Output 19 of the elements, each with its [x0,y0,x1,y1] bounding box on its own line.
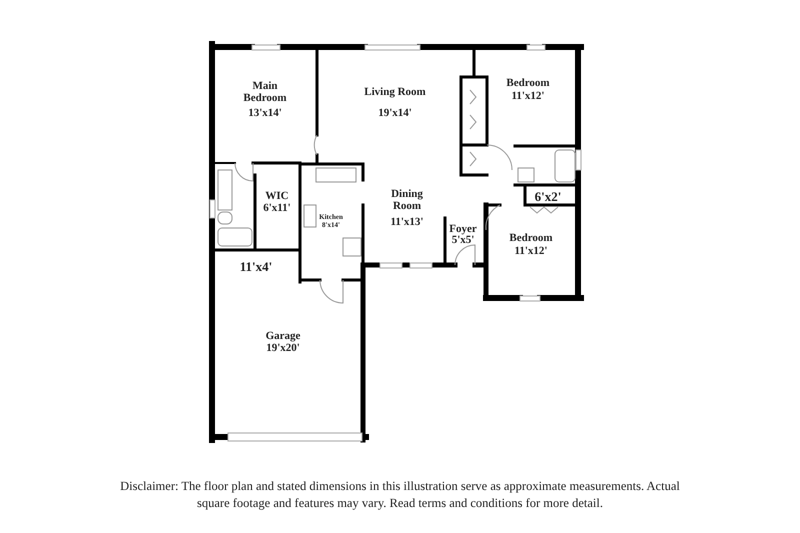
room-dimension: 11'x4' [240,259,272,274]
room-dimension: 6'x11' [263,202,291,214]
room-name: Foyer [449,223,477,235]
room-dimension: 6'x2' [534,189,562,204]
room-name: WIC [265,190,289,202]
room-name: Bedroom [509,232,553,244]
room-dimension: 11'x12' [514,245,548,257]
disclaimer-text: Disclaimer: The floor plan and stated dimensions in this illustration serve as approximate measurements. Actual square footage and features may vary. Read terms and conditions for more detail. [120,479,680,510]
room-dimension: 19'x14' [378,107,412,119]
room-name: Bedroom [506,77,550,89]
room-name: Dining Room [391,188,423,212]
room-dimension: 11'x13' [390,216,424,228]
room-name: Garage [266,330,300,342]
room-dimension: 11'x12' [511,90,544,102]
room-name: Main Bedroom [243,80,287,104]
room-name: Living Room [364,86,426,98]
room-dimension: 5'x5' [452,234,474,246]
room-dimension: 19'x20' [266,342,300,354]
room-dimension: 13'x14' [248,107,282,119]
